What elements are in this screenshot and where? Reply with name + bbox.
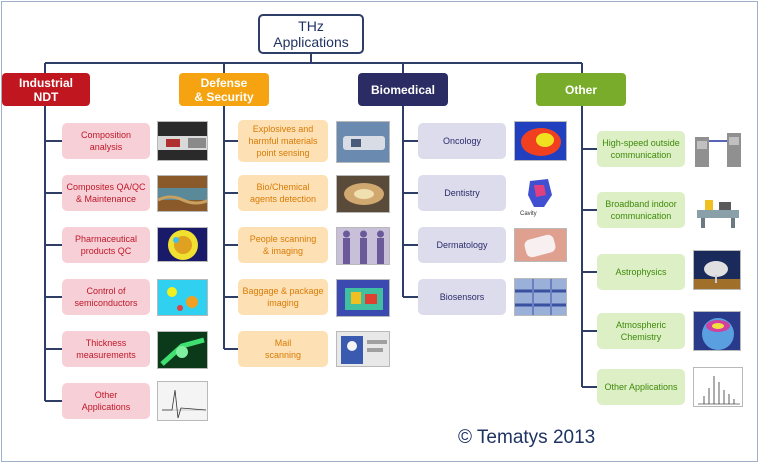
- item-biochemical-detection: Bio/Chemical agents detection: [238, 175, 328, 211]
- composition-analysis-image: [157, 121, 208, 161]
- dentistry-cavity-label: Cavity: [520, 211, 537, 217]
- item-line: Oncology: [442, 136, 482, 146]
- item-dentistry: Dentistry: [418, 175, 506, 211]
- item-line: point sensing: [256, 148, 310, 158]
- atmospheric-chemistry-image: [693, 311, 741, 351]
- item-line: & Maintenance: [75, 194, 137, 204]
- category-industrial-line2: NDT: [33, 89, 59, 104]
- item-explosives-sensing: Explosives and harmful materials point sen…: [238, 120, 328, 162]
- item-line: Pharmaceutical: [74, 234, 138, 244]
- root-title-line1: THz: [298, 18, 324, 34]
- item-composites-qaqc: Composites QA/QC & Maintenance: [62, 175, 150, 211]
- category-industrial-line1: Industrial: [18, 75, 73, 90]
- item-line: & imaging: [262, 246, 304, 256]
- dentistry-image: Cavity: [514, 173, 567, 217]
- mail-scanning-image: [336, 331, 390, 367]
- category-defense-security: Defense & Security: [179, 73, 269, 106]
- copyright-notice: © Tematys 2013: [458, 427, 596, 448]
- item-line: Mail: [274, 338, 292, 348]
- item-line: High-speed outside: [602, 138, 680, 148]
- item-line: Applications: [81, 402, 131, 412]
- category-other: Other: [536, 73, 626, 106]
- people-scanning-image: [336, 227, 390, 265]
- item-line: measurements: [76, 350, 136, 360]
- item-astrophysics: Astrophysics: [597, 254, 685, 290]
- category-other-label: Other: [564, 82, 597, 97]
- composites-image: [157, 175, 208, 212]
- item-highspeed-outside-comm: High-speed outside communication: [597, 131, 685, 167]
- semiconductor-image: [157, 279, 208, 316]
- item-line: communication: [610, 150, 672, 160]
- category-defense-line1: Defense: [200, 75, 248, 90]
- item-pharmaceutical-qc: Pharmaceutical products QC: [62, 227, 150, 263]
- item-line: Astrophysics: [615, 267, 667, 277]
- item-people-scanning: People scanning & imaging: [238, 227, 328, 263]
- item-biosensors: Biosensors: [418, 279, 506, 315]
- item-line: communication: [610, 211, 672, 221]
- item-line: analysis: [89, 142, 123, 152]
- item-line: Explosives and: [252, 124, 314, 134]
- item-broadband-indoor-comm: Broadband indoor communication: [597, 192, 685, 228]
- item-thickness-measurements: Thickness measurements: [62, 331, 150, 367]
- item-control-semiconductors: Control of semiconductors: [62, 279, 150, 315]
- item-line: products QC: [80, 246, 132, 256]
- item-other-applications: Other Applications: [597, 369, 685, 405]
- item-line: Bio/Chemical: [256, 182, 310, 192]
- item-line: Atmospheric: [615, 320, 667, 330]
- thickness-measurement-image: [157, 331, 208, 369]
- item-line: Chemistry: [620, 332, 662, 342]
- explosives-image: [336, 121, 390, 163]
- biosensors-image: [514, 278, 567, 316]
- item-oncology: Oncology: [418, 123, 506, 159]
- item-line: Other Applications: [604, 382, 678, 392]
- biochemical-agents-image: [336, 175, 390, 213]
- item-line: Other: [94, 390, 118, 400]
- item-line: Dentistry: [444, 188, 480, 198]
- item-line: Composites QA/QC: [66, 182, 146, 192]
- baggage-scan-image: [336, 279, 390, 317]
- item-line: semiconductors: [74, 298, 138, 308]
- waveform-graph-image: [157, 381, 208, 421]
- root-title-line2: Applications: [273, 34, 349, 50]
- spectrum-graph-image: [693, 367, 743, 407]
- item-baggage-imaging: Baggage & package imaging: [238, 279, 328, 315]
- root-node: THz Applications: [258, 14, 364, 54]
- item-line: People scanning: [249, 234, 317, 244]
- category-industrial-ndt: Industrial NDT: [2, 73, 90, 106]
- outside-communication-image: [693, 127, 743, 169]
- item-line: Broadband indoor: [605, 199, 677, 209]
- category-biomedical-label: Biomedical: [370, 82, 436, 97]
- item-line: Dermatology: [436, 240, 488, 250]
- pharmaceutical-image: [157, 227, 208, 262]
- item-dermatology: Dermatology: [418, 227, 506, 263]
- item-line: Biosensors: [439, 292, 485, 302]
- indoor-communication-image: [693, 188, 743, 230]
- category-biomedical: Biomedical: [358, 73, 448, 106]
- item-line: Control of: [86, 286, 126, 296]
- item-line: scanning: [264, 350, 302, 360]
- item-mail-scanning: Mail scanning: [238, 331, 328, 367]
- dermatology-image: [514, 228, 567, 262]
- item-line: Baggage & package: [242, 286, 324, 296]
- category-defense-line2: & Security: [194, 89, 254, 104]
- item-line: harmful materials: [248, 136, 318, 146]
- item-composition-analysis: Composition analysis: [62, 123, 150, 159]
- item-line: Thickness: [85, 338, 127, 348]
- item-line: imaging: [267, 298, 299, 308]
- item-line: Composition: [80, 130, 132, 140]
- oncology-image: [514, 121, 567, 161]
- astrophysics-image: [693, 250, 741, 290]
- item-line: agents detection: [249, 194, 317, 204]
